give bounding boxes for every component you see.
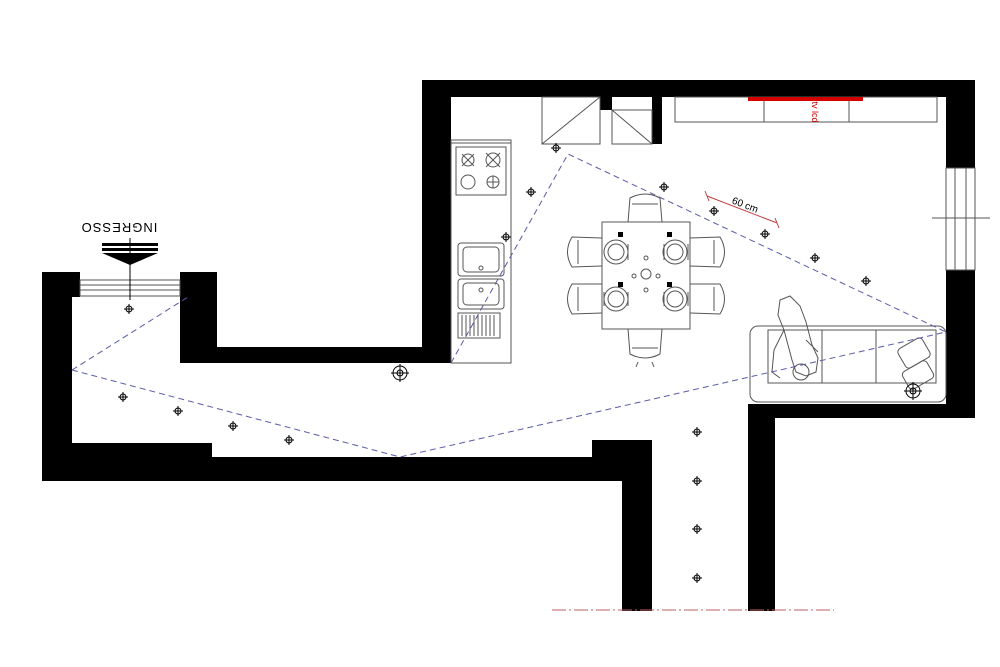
ceiling-light-icon [118, 392, 128, 402]
dimension-label: 60 cm [730, 196, 759, 216]
wall-passage-left-leg [622, 440, 652, 611]
wall-pillar-top [600, 80, 612, 110]
ceiling-light-icon [284, 435, 294, 445]
ceiling-light-icon [173, 406, 183, 416]
sofa-icon [749, 325, 947, 403]
wall-entrance-pillar [180, 272, 217, 363]
drainer [457, 312, 501, 339]
ceiling-lights [118, 143, 922, 583]
dining-table [601, 221, 691, 330]
ceiling-light-icon [124, 304, 134, 314]
wall-passage-right [748, 404, 975, 418]
chair-icon [567, 236, 603, 268]
chair-icon [627, 193, 663, 223]
person-icon [771, 295, 819, 381]
entrance-arrow-icon [102, 238, 158, 300]
tv-unit: tv lcd [674, 96, 938, 123]
ceiling-light-icon [551, 143, 561, 153]
wall-bottom-bump [72, 443, 212, 457]
ceiling-light-icon [228, 421, 238, 431]
cabinet-left [541, 96, 601, 145]
kitchen-counter [450, 139, 512, 364]
tv-highlight [748, 97, 863, 101]
walls [42, 80, 975, 611]
ceiling-light-icon [391, 364, 409, 382]
ceiling-light-icon [692, 524, 702, 534]
plate-icon [603, 232, 629, 265]
wall-kitchen-left [422, 80, 451, 363]
stove-icon [455, 146, 507, 196]
wall-right-lower [946, 270, 975, 410]
ceiling-light-icon [692, 427, 702, 437]
table-centerpiece [640, 268, 652, 280]
wall-left-cap [42, 272, 80, 297]
wall-right-upper [946, 80, 975, 168]
ceiling-light-icon [810, 253, 820, 263]
ceiling-light-icon [692, 476, 702, 486]
top-cabinets [541, 96, 653, 145]
tv-label: tv lcd [810, 101, 820, 122]
sink-icon [457, 242, 505, 310]
ceiling-light-icon [904, 382, 922, 400]
ceiling-light-icon [526, 187, 536, 197]
wall-corridor-top [188, 347, 451, 363]
plate-icon [662, 232, 688, 265]
plate-icon [662, 282, 688, 312]
chair-icon [689, 283, 725, 315]
chair-icon [567, 283, 603, 315]
ceiling-light-icon [760, 229, 770, 239]
ceiling-light-icon [861, 276, 871, 286]
view-lines [71, 153, 947, 458]
cabinet-right [611, 109, 653, 145]
wall-bottom [42, 457, 652, 481]
entrance: INGRESSO [79, 220, 181, 300]
entrance-label: INGRESSO [81, 220, 158, 235]
wall-pillar-right [652, 80, 662, 144]
wall-left [42, 272, 72, 481]
wall-passage-right-leg [748, 404, 775, 611]
ceiling-light-icon [659, 182, 669, 192]
ceiling-light-icon [709, 206, 719, 216]
ceiling-light-icon [501, 232, 511, 242]
wall-top [422, 80, 975, 97]
window-icon [932, 167, 990, 271]
ceiling-light-icon [692, 573, 702, 583]
chair-icon [627, 328, 663, 368]
dining-set [567, 193, 725, 368]
chair-icon [689, 236, 725, 268]
plate-icon [603, 282, 629, 312]
